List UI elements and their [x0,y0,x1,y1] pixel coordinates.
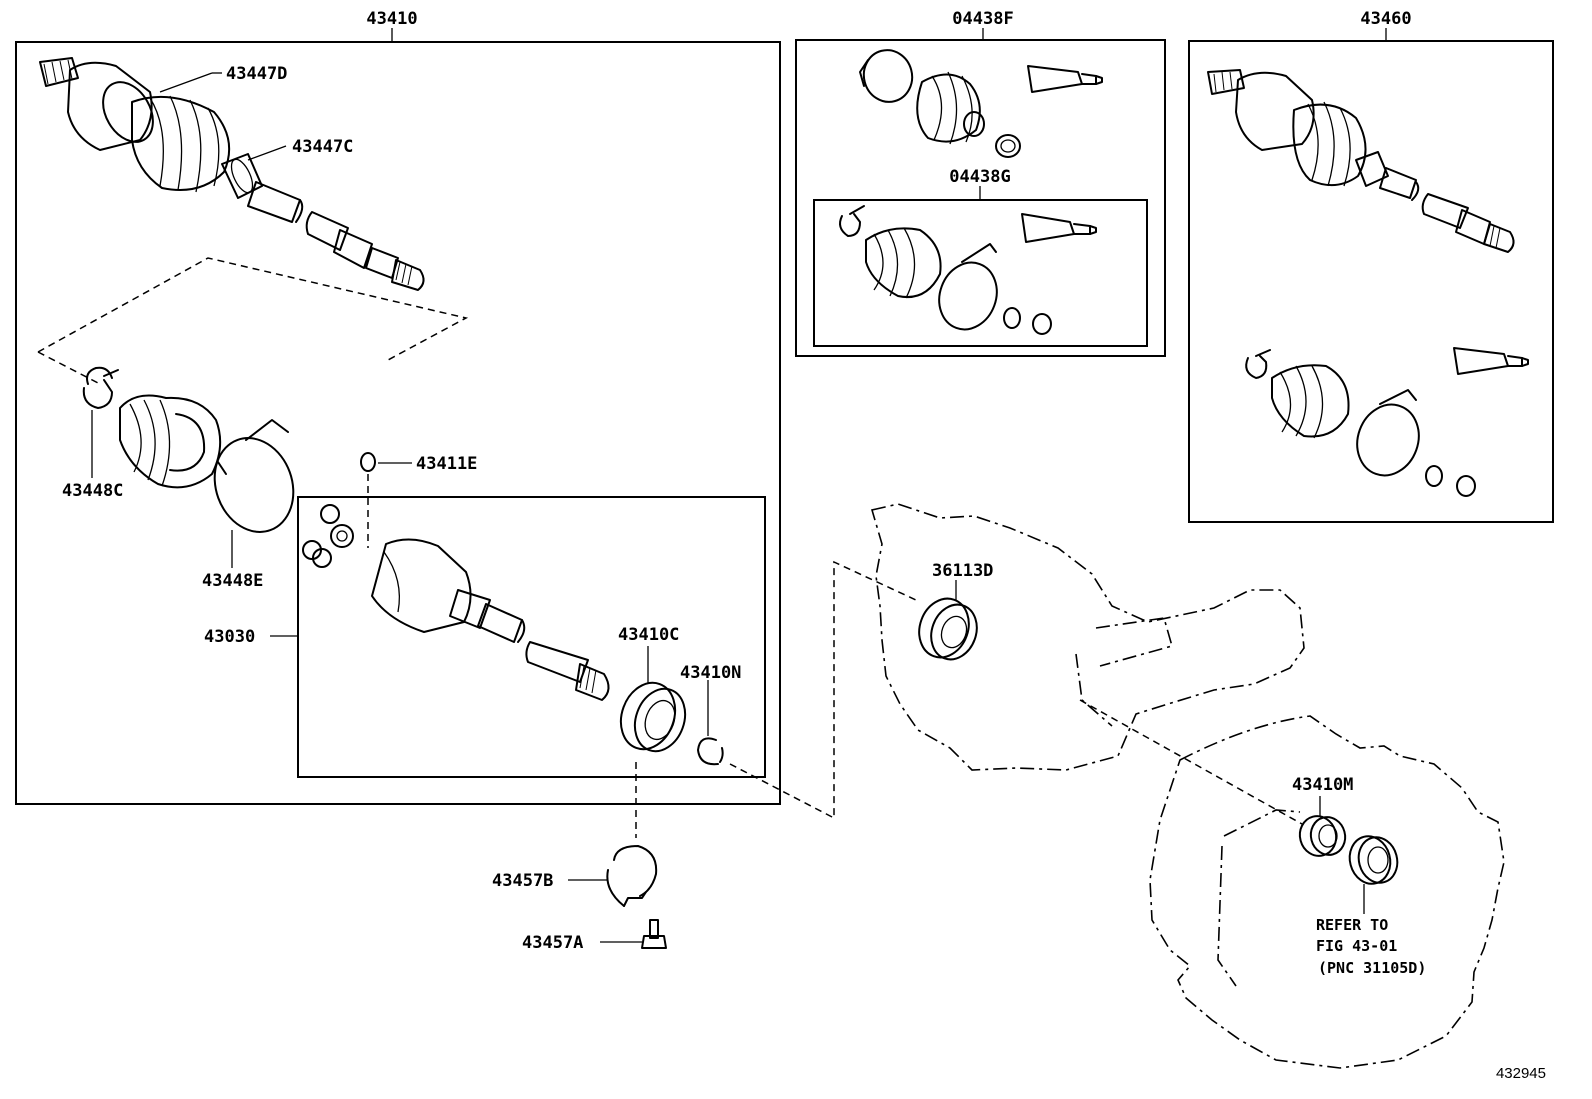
box-43410 [15,41,781,805]
inner-joint-icon [371,538,610,701]
refer-note-line-1: REFER TO [1316,916,1388,934]
refer-circle-inner-2 [1217,845,1237,987]
label-43457B: 43457B [492,871,608,891]
bracket-icon [606,845,658,907]
oil-seal-icon [918,597,978,661]
label-43447C: 43447C [247,137,353,161]
drive-shaft-icon [39,57,425,291]
svg-text:43457A: 43457A [522,933,583,953]
box-43460 [1188,40,1554,523]
svg-text:43457B: 43457B [492,871,553,891]
guide-line-43410M [1079,699,1303,825]
svg-text:04438F: 04438F [952,9,1013,29]
explode-outline-2 [37,351,101,385]
label-43410N: 43410N [680,663,741,736]
diagram-id: 432945 [1496,1065,1546,1082]
box-04438F [795,39,1166,357]
svg-text:04438G: 04438G [949,167,1010,187]
boot-kit-icon [859,49,1103,158]
label-43457A: 43457A [522,933,642,953]
seal-pair-icon [1298,815,1399,885]
label-43447D: 43447D [159,64,287,93]
label-36113D: 36113D [932,561,993,600]
svg-text:43410N: 43410N [680,663,741,683]
explode-outline [37,257,469,361]
refer-note-line-2: FIG 43-01 [1316,937,1397,955]
boot-kit-inner-icon [839,205,1097,335]
refer-circle-inner [1223,809,1301,837]
svg-text:43030: 43030 [204,627,255,647]
retaining-ring-icon [697,737,724,766]
label-04438F: 04438F [952,9,1014,40]
boot-icon [119,394,222,489]
svg-text:43410M: 43410M [1292,775,1353,795]
svg-text:43448E: 43448E [202,571,263,591]
label-43410C: 43410C [618,625,679,684]
svg-text:43460: 43460 [1360,9,1411,29]
svg-text:43410C: 43410C [618,625,679,645]
bearing-icon [619,681,687,753]
label-43410: 43410 [366,9,418,42]
assembly-guide-line [729,560,917,820]
svg-text:43448C: 43448C [62,481,123,501]
svg-text:43410: 43410 [366,9,417,29]
transaxle-detail [1095,617,1173,667]
svg-text:36113D: 36113D [932,561,993,581]
label-43460: 43460 [1360,9,1412,41]
box-43030 [297,496,766,778]
label-04438G: 04438G [949,167,1011,200]
label-43448E: 43448E [202,530,263,591]
tripod-joint-icon [302,504,354,568]
svg-text:43447D: 43447D [226,64,287,84]
label-43448C: 43448C [62,410,123,501]
svg-text:43447C: 43447C [292,137,353,157]
transaxle-icon [870,503,1305,771]
label-43030: 43030 [204,627,298,647]
label-43410M: 43410M [1292,775,1353,816]
label-43411E: 43411E [416,454,477,474]
band-clamp-icon [213,419,295,533]
snap-ring-icon: 43411E [360,452,477,548]
refer-circle-icon [1149,715,1505,1069]
transaxle-detail-2 [1075,653,1113,727]
boot-set-rh-icon [1245,347,1529,497]
drive-shaft-rh-icon [1207,69,1515,253]
clamp-icon [82,366,119,409]
refer-note-line-3: (PNC 31105D) [1318,959,1426,977]
bolt-icon [641,919,667,949]
